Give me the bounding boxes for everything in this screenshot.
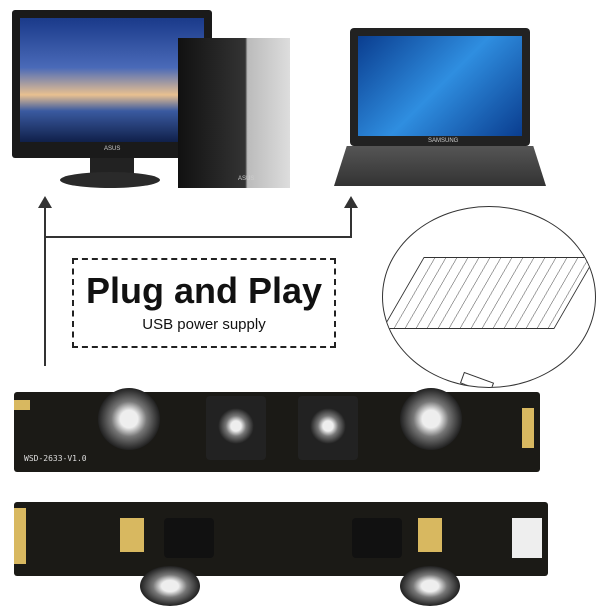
board-model-label: WSD-2633-V1.0 [24, 454, 87, 463]
arrow-line-left [44, 206, 46, 366]
ir-led-left [98, 388, 160, 450]
camera-board-back [14, 502, 548, 576]
camera-module-left [206, 396, 266, 460]
pad [14, 508, 26, 564]
headline-subtitle: USB power supply [142, 316, 266, 333]
headline-title: Plug and Play [85, 270, 323, 311]
pad [14, 400, 30, 410]
usb-connector [512, 518, 542, 558]
tower-brand: ASUS [238, 176, 255, 182]
laptop-keyboard [334, 146, 546, 186]
arrow-line-right [350, 206, 352, 238]
laptop-screen [358, 36, 522, 136]
lens-bottom [140, 566, 200, 606]
chip [352, 518, 402, 558]
monitor-base [60, 172, 160, 188]
arrow-line-horizontal [44, 236, 352, 238]
sketch-keyboard [383, 257, 595, 329]
lens-bottom [400, 566, 460, 606]
camera-board-front: WSD-2633-V1.0 [14, 388, 540, 472]
usb-pads [522, 408, 534, 448]
usb-plug-icon [459, 371, 495, 387]
monitor-stand [90, 158, 134, 174]
chip [164, 518, 214, 558]
pad [120, 518, 144, 552]
laptop-brand: SAMSUNG [428, 138, 459, 144]
ir-led-right [400, 388, 462, 450]
plug-and-play-box: Plug and Play USB power supply [72, 258, 336, 348]
monitor-screen [20, 18, 204, 142]
arrow-up-icon [344, 196, 358, 208]
pad [418, 518, 442, 552]
arrow-up-icon [38, 196, 52, 208]
monitor-brand: ASUS [104, 146, 121, 152]
camera-module-right [298, 396, 358, 460]
laptop: SAMSUNG [350, 28, 530, 146]
laptop-usb-sketch [382, 206, 596, 388]
pc-tower: ASUS [178, 38, 290, 188]
